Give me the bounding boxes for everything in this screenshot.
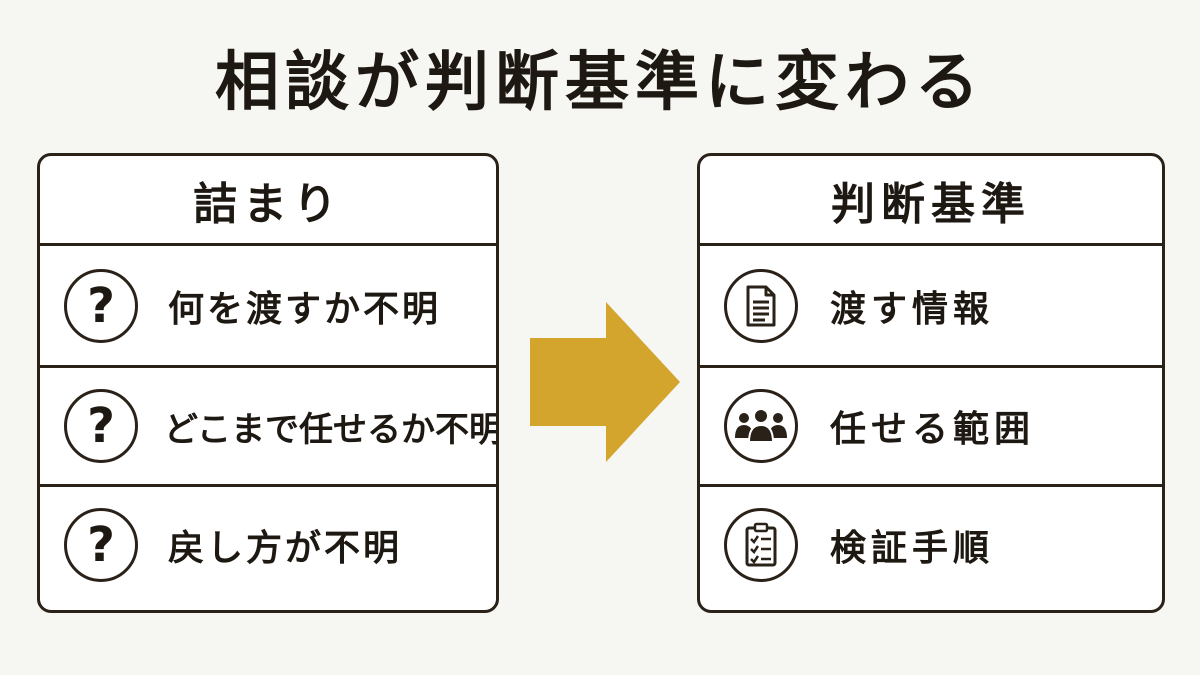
problem-label: どこまで任せるか不明: [164, 409, 499, 450]
criteria-label: 検証手順: [830, 528, 995, 569]
criteria-label: 渡す情報: [830, 288, 995, 330]
problems-panel: 詰まり ? 何を渡すか不明 ? どこまで任せるか不明 ? 戻し方が不明: [37, 153, 499, 613]
problem-row-what-to-pass: ? 何を渡すか不明: [40, 246, 496, 365]
criteria-row-verification: 検証手順: [700, 484, 1162, 603]
question-icon: ?: [64, 508, 138, 582]
right-arrow-icon: [530, 302, 680, 462]
criteria-panel: 判断基準 渡す情報 任せる範囲: [697, 153, 1165, 613]
question-icon: ?: [64, 389, 138, 463]
problem-label: 戻し方が不明: [168, 528, 403, 569]
criteria-row-info: 渡す情報: [700, 246, 1162, 365]
document-icon: [724, 268, 798, 343]
problems-header: 詰まり: [40, 156, 496, 246]
page-title: 相談が判断基準に変わる: [215, 45, 985, 120]
people-icon: [724, 389, 798, 463]
question-icon: ?: [64, 268, 138, 343]
problem-row-return-method: ? 戻し方が不明: [40, 484, 496, 603]
criteria-label: 任せる範囲: [830, 409, 1036, 450]
criteria-row-scope: 任せる範囲: [700, 365, 1162, 484]
problem-row-delegation-scope: ? どこまで任せるか不明: [40, 365, 496, 484]
problem-label: 何を渡すか不明: [168, 288, 442, 330]
criteria-header: 判断基準: [700, 156, 1162, 246]
checklist-icon: [724, 508, 798, 582]
